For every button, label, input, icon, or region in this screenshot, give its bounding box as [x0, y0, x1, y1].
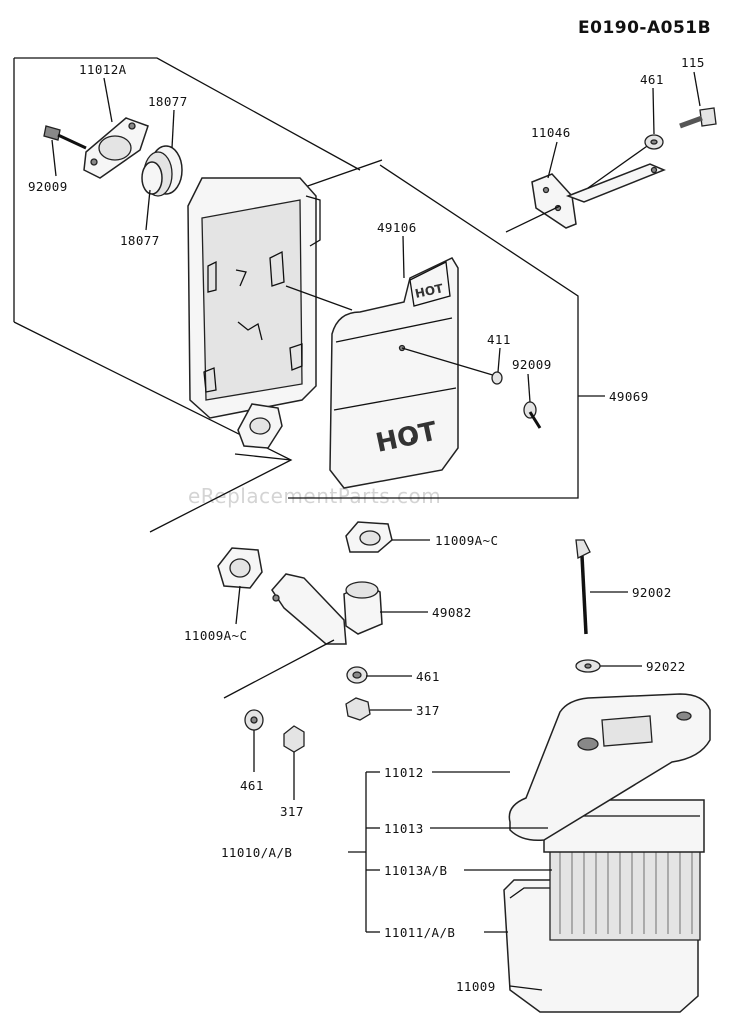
- label-92022: 92022: [646, 659, 686, 674]
- label-11013AB: 11013A/B: [384, 863, 447, 878]
- label-11012A: 11012A: [79, 62, 127, 77]
- watermark: eReplacementParts.com: [188, 484, 441, 508]
- label-461-mid: 461: [416, 669, 440, 684]
- muffler-assembly-frame: [13, 57, 605, 533]
- leader-bracket-muffler: [505, 205, 561, 233]
- part-461-washer-mid: [346, 666, 368, 684]
- part-92009-bolt-upper: [43, 125, 87, 150]
- diagram-code: E0190-A051B: [578, 18, 711, 38]
- leader-411-path: [401, 347, 497, 377]
- part-11012-cover: [508, 693, 711, 842]
- label-317-mid: 317: [416, 703, 440, 718]
- label-317-lower: 317: [280, 804, 304, 819]
- label-49069: 49069: [609, 389, 649, 404]
- part-461-washer-lower: [244, 709, 264, 731]
- part-11009A-gasket-upper: [345, 521, 393, 553]
- part-18077-screen: [141, 145, 183, 197]
- part-115-bolt: [679, 107, 717, 129]
- label-92009-lower: 92009: [512, 357, 552, 372]
- label-11009A-upper: 11009A~C: [435, 533, 498, 548]
- part-461-washer-upper: [644, 134, 664, 150]
- part-49082-exhaust-pipe: [271, 573, 383, 645]
- leader-lines: [51, 71, 701, 991]
- leader-bracket-washer: [587, 143, 651, 189]
- label-461-upper: 461: [640, 72, 664, 87]
- part-11046-bracket: [531, 163, 666, 229]
- label-11009: 11009: [456, 979, 496, 994]
- shield-hot-stamp-small: HOT: [414, 281, 446, 301]
- part-11009A-gasket-lower: [217, 547, 263, 589]
- leader-shield-path: [285, 285, 353, 311]
- label-11009A-lower: 11009A~C: [184, 628, 247, 643]
- part-92009-screw-lower: [523, 401, 542, 429]
- label-411: 411: [487, 332, 511, 347]
- label-92002: 92002: [632, 585, 672, 600]
- part-92022-washer: [575, 659, 601, 673]
- label-11013: 11013: [384, 821, 424, 836]
- part-317-nut-mid: [345, 697, 371, 721]
- leader-pipe-lower: [223, 639, 335, 699]
- part-49106-heat-shield: HOT HOT: [329, 257, 459, 489]
- label-11011AB: 11011/A/B: [384, 925, 455, 940]
- part-317-nut-lower: [283, 725, 305, 753]
- label-11046: 11046: [531, 125, 571, 140]
- label-11010AB: 11010/A/B: [221, 845, 292, 860]
- label-461-lower: 461: [240, 778, 264, 793]
- label-115: 115: [681, 55, 705, 70]
- part-11012A-plate: [83, 117, 149, 179]
- part-92002-stud: [575, 539, 591, 635]
- label-49082: 49082: [432, 605, 472, 620]
- label-92009-upper: 92009: [28, 179, 68, 194]
- part-411-washer: [491, 371, 503, 385]
- label-18077-upper: 18077: [148, 94, 188, 109]
- label-18077-lower: 18077: [120, 233, 160, 248]
- label-49106: 49106: [377, 220, 417, 235]
- part-muffler-body: [187, 177, 321, 449]
- label-11012: 11012: [384, 765, 424, 780]
